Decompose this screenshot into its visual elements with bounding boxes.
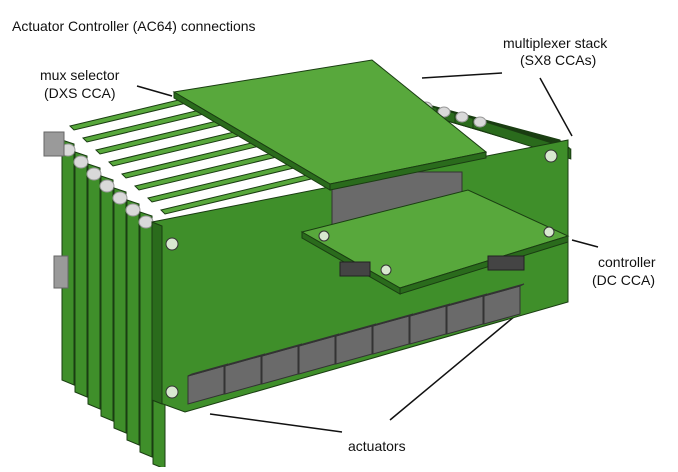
standoff — [73, 155, 89, 169]
controller-sublabel: (DC CCA) — [592, 272, 655, 288]
controller-connector — [487, 255, 525, 271]
standoff — [112, 191, 128, 205]
page-title: Actuator Controller (AC64) connections — [12, 18, 256, 34]
board-edge — [113, 187, 127, 434]
mounting-hole — [318, 230, 330, 242]
standoff — [86, 167, 102, 181]
mux-selector-label: mux selector — [40, 67, 120, 83]
mounting-hole — [380, 264, 392, 276]
controller-board-side — [399, 235, 569, 295]
standoff-stub — [43, 131, 65, 157]
mux-selector-leader — [136, 85, 173, 97]
controller-connector — [339, 261, 371, 277]
board-edge — [100, 175, 114, 422]
board-edge — [139, 211, 153, 458]
connector-top — [483, 283, 525, 297]
mux-selector-sublabel: (DXS CCA) — [44, 85, 116, 101]
multiplexer-stack-sublabel: (SX8 CCAs) — [520, 52, 597, 68]
standoff-stub — [53, 255, 69, 289]
mounting-hole — [165, 237, 179, 251]
leader-lines — [136, 72, 599, 433]
controller-leader — [571, 239, 599, 248]
standoff — [455, 111, 469, 123]
board-edge — [126, 199, 140, 446]
front-board-edge — [151, 221, 163, 405]
board-edge — [74, 151, 88, 398]
standoff — [437, 106, 451, 118]
mux-selector-board-side — [173, 91, 331, 191]
multiplexer-stack-leader — [421, 72, 503, 79]
standoff — [138, 215, 154, 229]
controller-label: controller — [598, 254, 656, 270]
mounting-hole — [165, 385, 179, 399]
mounting-hole — [543, 226, 555, 238]
board-edge — [87, 163, 101, 410]
standoff — [125, 203, 141, 217]
actuators-leader-left — [209, 413, 343, 433]
mounting-hole — [544, 149, 558, 163]
actuator-connectors — [187, 283, 525, 405]
actuators-leader-right — [389, 315, 516, 421]
multiplexer-stack-leader-2 — [539, 77, 573, 137]
actuators-label: actuators — [348, 438, 406, 454]
standoff — [473, 116, 487, 128]
multiplexer-stack-label: multiplexer stack — [503, 35, 608, 51]
standoff — [99, 179, 115, 193]
